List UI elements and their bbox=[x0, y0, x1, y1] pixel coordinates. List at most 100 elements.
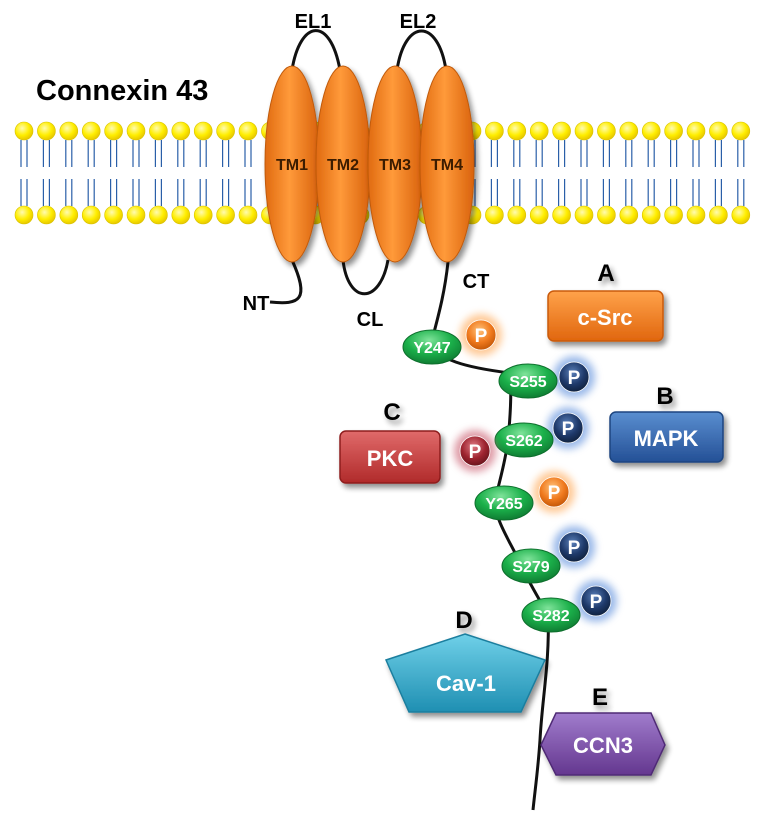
phospho-label: P bbox=[475, 326, 488, 347]
phosphate-y247 bbox=[465, 319, 497, 351]
site-y247 bbox=[402, 329, 462, 365]
phosphate-s282 bbox=[580, 585, 612, 617]
phosphate-s262 bbox=[552, 412, 584, 444]
lipid-head bbox=[149, 121, 168, 141]
site-label: S255 bbox=[509, 374, 546, 391]
partner-letter-a: A bbox=[597, 260, 614, 287]
site-label: Y265 bbox=[485, 496, 522, 513]
mapk-box bbox=[609, 411, 724, 463]
transmembrane-helices: TM1 TM2 TM3 TM4 bbox=[264, 65, 475, 263]
label-nt: NT bbox=[243, 293, 270, 315]
partner-cav-1: D Cav-1 bbox=[384, 607, 547, 713]
site-label: S262 bbox=[505, 433, 542, 450]
label-ct: CT bbox=[463, 271, 490, 293]
site-y265 bbox=[474, 485, 534, 521]
tm-helix-shape bbox=[419, 65, 475, 263]
partner-letter-d: D bbox=[455, 607, 472, 634]
partner-letter-c: C bbox=[383, 399, 400, 426]
lipid-head bbox=[731, 205, 751, 225]
site-s262 bbox=[494, 422, 554, 458]
lipid-head bbox=[216, 121, 235, 141]
partner-c-src: A c-Src bbox=[547, 260, 664, 342]
n-terminus bbox=[269, 259, 303, 305]
lipid-head bbox=[59, 121, 79, 141]
site-s255 bbox=[498, 363, 558, 399]
lipid-head bbox=[126, 121, 146, 141]
lipid-head bbox=[709, 121, 728, 141]
ccn3-hexagon bbox=[540, 712, 666, 776]
phosphate-s255 bbox=[558, 361, 590, 393]
phospho-label: P bbox=[568, 538, 581, 559]
lipid-head bbox=[664, 205, 683, 225]
partner-pkc: C PKC bbox=[339, 399, 441, 484]
lipid-head bbox=[686, 121, 706, 141]
cytoplasmic-loop bbox=[341, 259, 390, 296]
phospho-label: P bbox=[590, 592, 603, 613]
phospho-label: P bbox=[562, 419, 575, 440]
tm-helix-2: TM2 bbox=[315, 65, 371, 263]
lipid-head bbox=[597, 205, 616, 225]
lipid-head bbox=[81, 121, 101, 141]
lipid-head bbox=[37, 121, 56, 141]
lipid-head bbox=[14, 205, 34, 225]
cav-1-pentagon bbox=[384, 633, 547, 713]
lipid-head bbox=[149, 205, 168, 225]
lipid-head bbox=[507, 205, 527, 225]
lipid-head bbox=[485, 121, 504, 141]
lipid-head bbox=[104, 205, 123, 225]
lipid-head bbox=[619, 205, 639, 225]
lipid-head bbox=[619, 121, 639, 141]
extracellular-loop-1 bbox=[290, 29, 342, 71]
lipid-head bbox=[238, 205, 258, 225]
site-label: Y247 bbox=[413, 340, 450, 357]
pkc-box bbox=[339, 430, 441, 484]
lipid-head bbox=[529, 205, 549, 225]
lipid-head bbox=[104, 121, 123, 141]
c-src-box bbox=[547, 290, 664, 342]
partner-letter-e: E bbox=[592, 684, 608, 711]
tm-label: TM2 bbox=[327, 157, 359, 174]
lipid-head bbox=[193, 121, 213, 141]
partner-letter-b: B bbox=[656, 383, 673, 410]
lipid-head bbox=[709, 205, 728, 225]
site-s282 bbox=[521, 597, 581, 633]
phosphate-y265 bbox=[538, 476, 570, 508]
lipid-head bbox=[81, 205, 101, 225]
site-label: S282 bbox=[532, 608, 569, 625]
phospho-label: P bbox=[548, 483, 561, 504]
phosphate-s279 bbox=[558, 531, 590, 563]
c-src-label: c-Src bbox=[577, 305, 632, 330]
lipid-head bbox=[552, 121, 571, 141]
tm-helix-4: TM4 bbox=[419, 65, 475, 263]
lipid-head bbox=[552, 205, 571, 225]
extracellular-loop-2 bbox=[395, 29, 448, 71]
lipid-head bbox=[171, 205, 191, 225]
lipid-head bbox=[171, 121, 191, 141]
diagram-title: Connexin 43 bbox=[36, 75, 208, 107]
lipid-head bbox=[126, 205, 146, 225]
lipid-head bbox=[37, 205, 56, 225]
lipid-head bbox=[507, 121, 527, 141]
lipid-head bbox=[216, 205, 235, 225]
tm-label: TM3 bbox=[379, 157, 411, 174]
label-el2: EL2 bbox=[400, 11, 437, 33]
label-cl: CL bbox=[357, 309, 384, 331]
tm-helix-1: TM1 bbox=[264, 65, 320, 263]
lipid-head bbox=[59, 205, 79, 225]
phospho-label: P bbox=[469, 442, 482, 463]
tm-label: TM4 bbox=[431, 157, 463, 174]
tm-label: TM1 bbox=[276, 157, 308, 174]
lipid-head bbox=[597, 121, 616, 141]
lipid-head bbox=[664, 121, 683, 141]
partner-mapk: B MAPK bbox=[609, 383, 724, 463]
lipid-head bbox=[686, 205, 706, 225]
phospho-label: P bbox=[568, 368, 581, 389]
tm-helix-3: TM3 bbox=[367, 65, 423, 263]
partner-ccn3: E CCN3 bbox=[540, 684, 666, 776]
lipid-head bbox=[574, 121, 594, 141]
lipid-head bbox=[485, 205, 504, 225]
site-label: S279 bbox=[512, 559, 549, 576]
lipid-head bbox=[641, 121, 661, 141]
